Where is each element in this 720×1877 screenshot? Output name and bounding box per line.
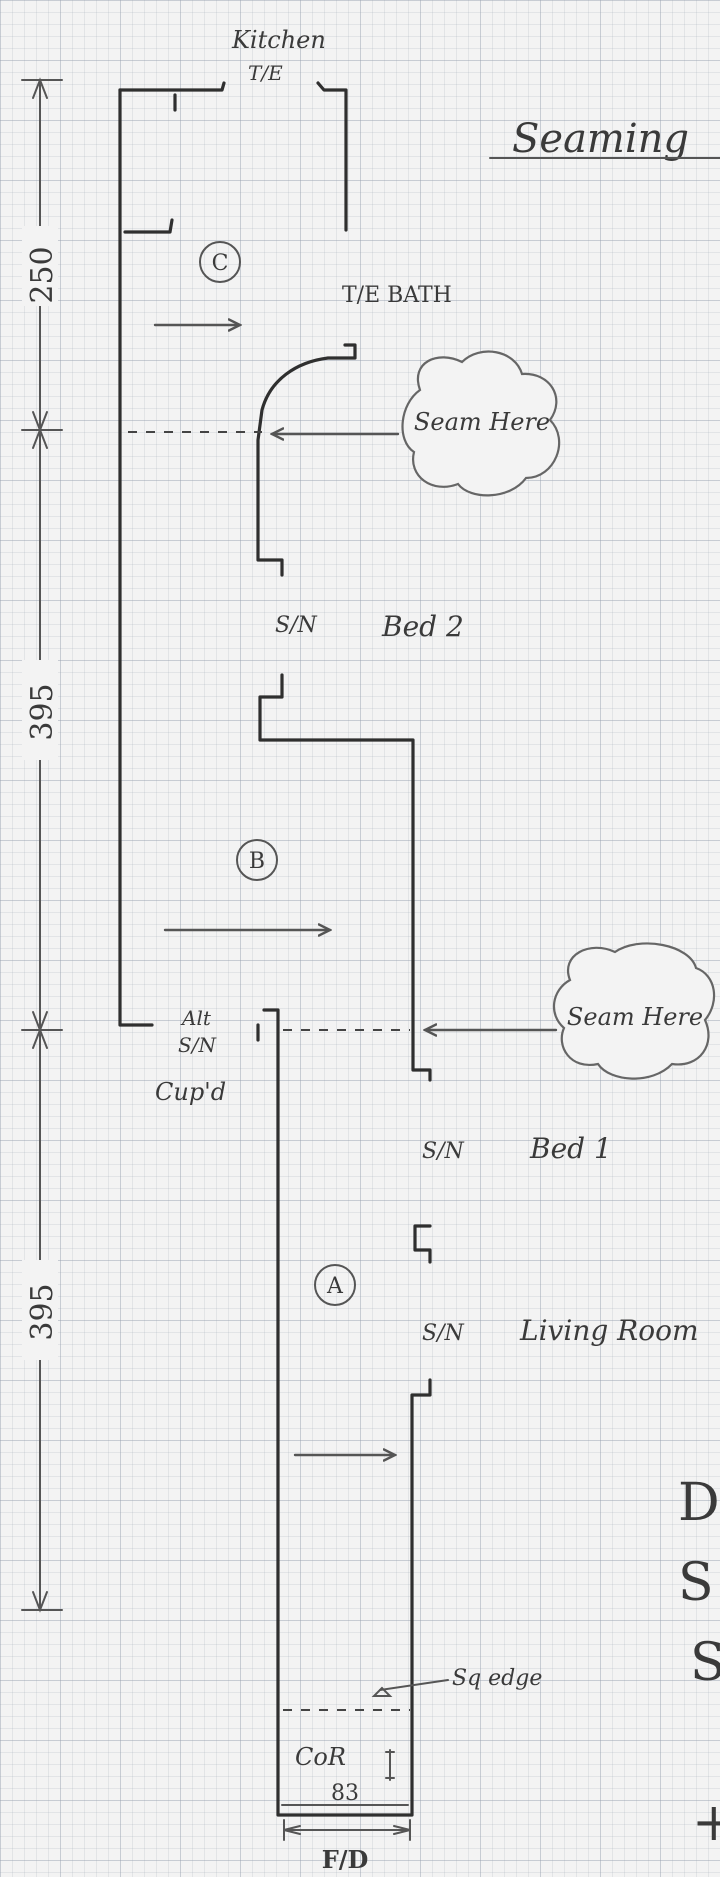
seam-callout-lower: Seam Here (425, 942, 716, 1080)
right-edge-letters: D S S + (678, 1473, 720, 1853)
dim-gap-3 (22, 1260, 58, 1360)
reference-lines (128, 431, 410, 1711)
dimension-250: 250 (25, 246, 60, 303)
mark-sq-edge: Sq edge (452, 1666, 542, 1691)
edge-letter-d: D (678, 1473, 720, 1533)
region-label-c: C (212, 251, 229, 276)
region-circle-a (314, 1264, 356, 1306)
label-bed1: Bed 1 (529, 1132, 612, 1165)
label-te-top: T/E (248, 61, 283, 85)
label-living-room: Living Room (519, 1314, 699, 1347)
diagram-title: Seaming (512, 116, 689, 162)
room-labels: Kitchen T/E T/E BATH Bed 2 Bed 1 Living … (155, 26, 699, 1771)
label-kitchen: Kitchen (231, 26, 326, 54)
seam-label-upper: Seam Here (414, 408, 550, 436)
cloud-lower (552, 942, 716, 1080)
label-te-bath: T/E BATH (342, 283, 452, 308)
sq-edge-leader (379, 1679, 449, 1691)
mark-alt: Alt (180, 1006, 212, 1030)
label-cupd: Cup'd (155, 1078, 226, 1106)
region-circle-c (199, 241, 241, 283)
dimension-395-upper: 395 (25, 683, 60, 740)
width-83: 83 (331, 1781, 359, 1806)
region-label-b: B (249, 849, 265, 874)
region-circle-b (236, 839, 278, 881)
dimension-arrowheads (32, 77, 48, 1613)
outline-tick-kitchen (123, 218, 174, 234)
dim-gap-1 (22, 226, 58, 306)
floor-outline (118, 81, 432, 1817)
outline-corridor (262, 1008, 432, 1817)
region-c: C (199, 241, 241, 283)
width-arrowheads (283, 1825, 411, 1835)
outline-top-left (118, 81, 226, 92)
title-group: Seaming (489, 116, 720, 162)
label-fd: F/D (322, 1845, 369, 1874)
outline-left-wall (118, 88, 154, 1027)
small-marks: S/N S/N S/N Alt S/N Sq edge (178, 613, 542, 1781)
mark-sn-living: S/N (422, 1321, 464, 1346)
region-b: B (236, 839, 278, 881)
corridor-door-mark (385, 1749, 395, 1781)
edge-letter-s2: S (690, 1633, 720, 1693)
dimension-line: 250 395 395 (21, 77, 63, 1613)
edge-letter-s1: S (678, 1553, 714, 1613)
dimension-395-lower: 395 (25, 1283, 60, 1340)
bottom-width: 83 F/D (281, 1781, 411, 1874)
cloud-upper (401, 350, 561, 497)
label-cor: CoR (295, 1743, 346, 1771)
width-dimension-line (283, 1819, 411, 1841)
region-label-a: A (326, 1274, 344, 1299)
seam-label-lower: Seam Here (567, 1003, 703, 1031)
mark-sn-bed1: S/N (422, 1139, 464, 1164)
mark-sn-cupd: S/N (178, 1033, 217, 1057)
outline-bath-curve (256, 343, 357, 577)
direction-arrows (153, 325, 395, 1455)
outline-bed2-wall (258, 673, 432, 1082)
sq-edge-triangle (371, 1686, 393, 1697)
outline-top-right (316, 81, 348, 232)
edge-letter-plus: + (692, 1793, 720, 1853)
label-bed2: Bed 2 (381, 610, 464, 643)
region-a: A (314, 1264, 356, 1306)
dimension-ticks (21, 79, 63, 1611)
seam-callout-upper: Seam Here (272, 350, 561, 497)
dim-gap-2 (22, 660, 58, 760)
outline-bed1-door (413, 1224, 432, 1264)
mark-sn-bed2: S/N (275, 613, 317, 638)
